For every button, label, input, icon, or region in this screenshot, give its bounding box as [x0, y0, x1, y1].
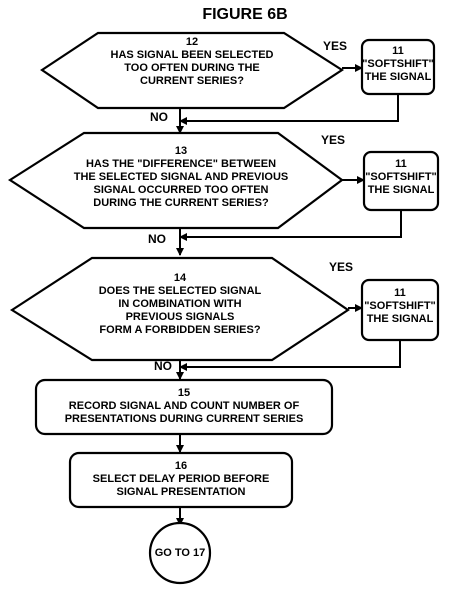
decision-13-line-3: SIGNAL OCCURRED TOO OFTEN [93, 184, 269, 196]
action-11c-line-1: "SOFTSHIFT" [364, 300, 436, 312]
decision-13-number: 13 [174, 145, 188, 157]
action-11b-text: 11 "SOFTSHIFT" THE SIGNAL [364, 158, 438, 197]
action-11c-line-2: THE SIGNAL [366, 313, 434, 325]
return-arrow-11c [179, 340, 401, 371]
return-arrow-11a [179, 94, 399, 125]
decision-12-line-2: TOO OFTEN DURING THE [124, 62, 260, 74]
decision-12-text: 12 HAS SIGNAL BEEN SELECTED TOO OFTEN DU… [92, 36, 292, 88]
figure-title: FIGURE 6B [202, 6, 288, 23]
decision-14-line-3: PREVIOUS SIGNALS [125, 311, 235, 323]
decision-14-line-4: FORM A FORBIDDEN SERIES? [99, 324, 261, 336]
decision-14-number: 14 [173, 272, 187, 284]
decision-12-no-label: NO [150, 110, 168, 124]
process-16-number: 16 [174, 460, 188, 472]
process-15-line-2: PRESENTATIONS DURING CURRENT SERIES [64, 413, 304, 425]
decision-13-line-2: THE SELECTED SIGNAL AND PREVIOUS [73, 171, 289, 183]
process-15-text: 15 RECORD SIGNAL AND COUNT NUMBER OF PRE… [36, 387, 332, 426]
action-11b-line-1: "SOFTSHIFT" [365, 171, 437, 183]
return-arrow-11b [179, 210, 402, 241]
decision-12-yes-label: YES [322, 39, 347, 53]
decision-12-number: 12 [185, 36, 199, 48]
decision-13-yes-label: YES [320, 133, 345, 147]
action-11a-number: 11 [392, 45, 404, 57]
terminal-go-to-17-shape [148, 521, 212, 585]
action-11b-line-2: THE SIGNAL [367, 184, 435, 196]
process-15-shape [34, 378, 334, 436]
decision-12-line-3: CURRENT SERIES? [140, 75, 244, 87]
action-11a-text: 11 "SOFTSHIFT" THE SIGNAL [362, 45, 434, 84]
decision-13-no-label: NO [148, 232, 166, 246]
decision-12-line-1: HAS SIGNAL BEEN SELECTED [110, 49, 274, 61]
process-16-line-2: SIGNAL PRESENTATION [116, 486, 246, 498]
action-11c-text: 11 "SOFTSHIFT" THE SIGNAL [362, 287, 438, 326]
decision-13-line-1: HAS THE "DIFFERENCE" BETWEEN [85, 158, 277, 170]
decision-14-yes-label: YES [328, 260, 353, 274]
process-15-line-1: RECORD SIGNAL AND COUNT NUMBER OF [68, 400, 300, 412]
action-11b-number: 11 [395, 158, 407, 170]
decision-12-shape [40, 31, 345, 110]
decision-14-no-label: NO [154, 359, 172, 373]
decision-14-text: 14 DOES THE SELECTED SIGNAL IN COMBINATI… [80, 272, 280, 337]
decision-13-text: 13 HAS THE "DIFFERENCE" BETWEEN THE SELE… [66, 145, 296, 210]
process-15-number: 15 [177, 387, 191, 399]
action-11a-line-1: "SOFTSHIFT" [362, 58, 434, 70]
decision-14-line-1: DOES THE SELECTED SIGNAL [98, 285, 262, 297]
decision-14-line-2: IN COMBINATION WITH [118, 298, 242, 310]
decision-13-line-4: DURING THE CURRENT SERIES? [93, 197, 269, 209]
action-11c-number: 11 [394, 287, 406, 299]
action-11a-line-2: THE SIGNAL [364, 71, 432, 83]
process-16-line-1: SELECT DELAY PERIOD BEFORE [92, 473, 270, 485]
decision-14-shape [9, 256, 350, 362]
process-16-text: 16 SELECT DELAY PERIOD BEFORE SIGNAL PRE… [70, 460, 292, 499]
terminal-label: GO TO 17 [154, 547, 206, 559]
